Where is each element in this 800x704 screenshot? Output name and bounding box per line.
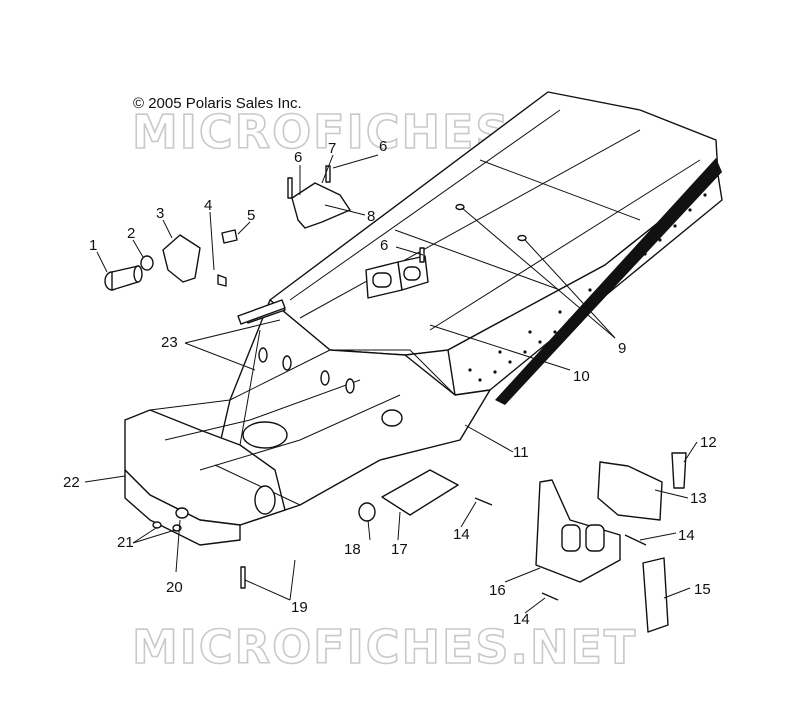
part-18-plug	[358, 502, 376, 522]
callout-13: 13	[690, 490, 707, 507]
callout-1: 1	[89, 237, 97, 254]
callout-19: 19	[291, 599, 308, 616]
part-17-panel	[381, 469, 459, 516]
part-5-bolt	[221, 229, 238, 244]
callout-21: 21	[117, 534, 134, 551]
part-6-screw-a	[287, 177, 293, 199]
callout-15: 15	[694, 581, 711, 598]
callout-22: 22	[63, 474, 80, 491]
callout-20: 20	[166, 579, 183, 596]
part-12-stud	[671, 452, 687, 489]
part-21-rivet-a	[152, 521, 162, 529]
leader-lines	[84, 154, 698, 614]
part-3-bracket	[162, 234, 201, 283]
part-13-plate	[597, 461, 663, 521]
callout-14-b: 14	[678, 527, 695, 544]
part-4-bolt	[217, 274, 227, 287]
callout-8: 8	[367, 208, 375, 225]
callout-18: 18	[344, 541, 361, 558]
callout-23: 23	[161, 334, 178, 351]
cross-shaft	[237, 299, 286, 325]
callout-16: 16	[489, 582, 506, 599]
callout-labels: 1 2 3 4 5 6 6 6 7 8 9 10 11 12 13 14 14 …	[63, 138, 717, 628]
callout-14-c: 14	[513, 611, 530, 628]
callout-5: 5	[247, 207, 255, 224]
part-15-plate	[642, 557, 669, 633]
part-2-spacer	[140, 255, 154, 271]
callout-17: 17	[391, 541, 408, 558]
callout-7: 7	[328, 140, 336, 157]
callout-6-c: 6	[380, 237, 388, 254]
chassis-tunnel	[124, 91, 723, 546]
copyright-text: © 2005 Polaris Sales Inc.	[133, 95, 302, 112]
part-14-fastener-b	[624, 534, 647, 546]
part-16-opening-b	[585, 524, 605, 552]
running-board-holes	[468, 193, 707, 382]
callout-3: 3	[156, 205, 164, 222]
callout-6-b: 6	[379, 138, 387, 155]
callout-11: 11	[513, 444, 529, 461]
part-14-fastener-c	[541, 592, 559, 601]
callout-12: 12	[700, 434, 717, 451]
callout-6-a: 6	[294, 149, 302, 166]
callout-9: 9	[618, 340, 626, 357]
callout-2: 2	[127, 225, 135, 242]
callout-4: 4	[204, 197, 212, 214]
part-1-bolt	[104, 265, 143, 291]
part-19-fastener	[240, 566, 246, 589]
part-16-opening-a	[561, 524, 581, 552]
callout-14-a: 14	[453, 526, 470, 543]
watermark-bottom: MICROFICHES.NET	[132, 620, 637, 674]
callout-10: 10	[573, 368, 590, 385]
part-14-fastener-a	[474, 497, 493, 506]
part-7-bracket	[291, 182, 351, 229]
part-20-nut	[175, 507, 189, 519]
